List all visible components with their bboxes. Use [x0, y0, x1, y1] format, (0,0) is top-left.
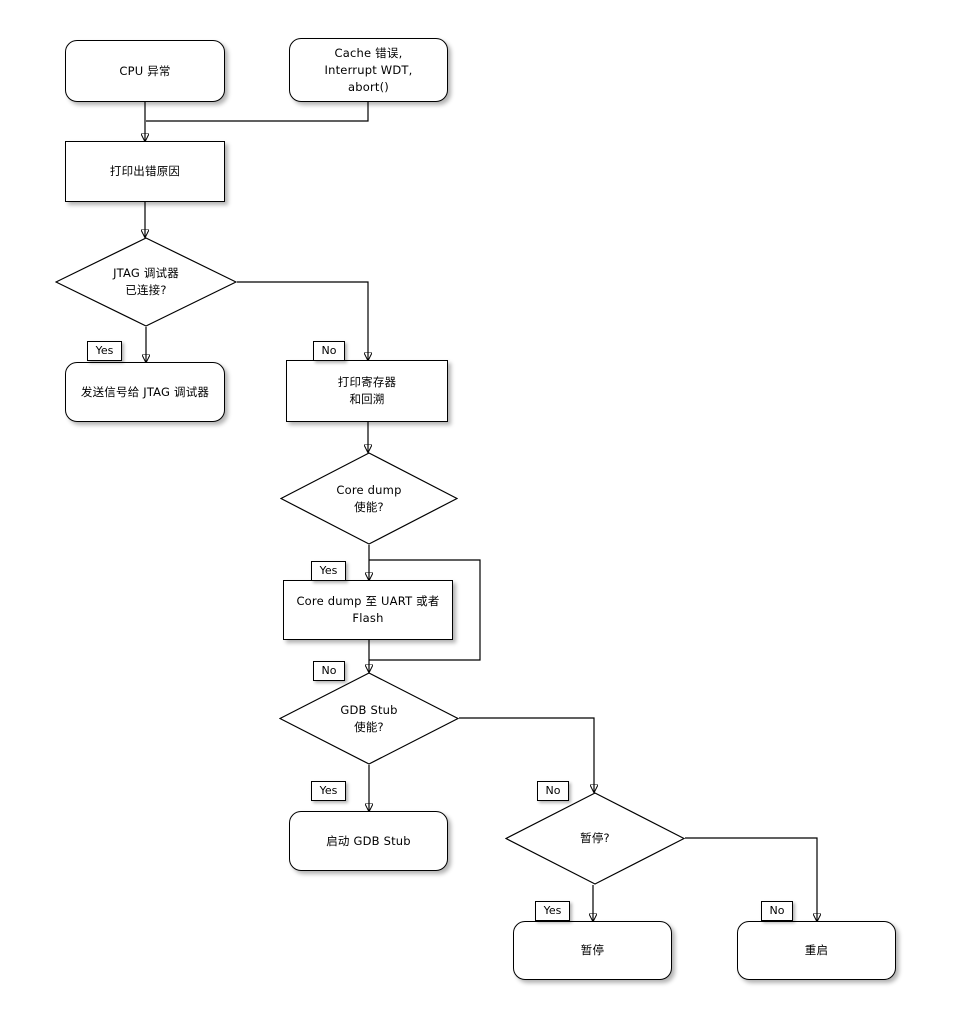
- edge-label-gdbstub-no: No: [537, 781, 569, 801]
- node-label: 启动 GDB Stub: [326, 833, 411, 848]
- node-label: 暂停: [580, 943, 605, 957]
- node-label: JTAG 调试器已连接?: [113, 266, 179, 297]
- node-cache-error[interactable]: Cache 错误,Interrupt WDT,abort(): [289, 38, 448, 102]
- edge-label-jtag-yes: Yes: [87, 341, 122, 361]
- connector-halt-no: [685, 837, 817, 921]
- node-label: CPU 异常: [119, 63, 171, 78]
- node-jtag-connected-decision[interactable]: JTAG 调试器已连接?: [55, 237, 237, 327]
- connector-gdb-no: [459, 717, 594, 792]
- node-label: 发送信号给 JTAG 调试器: [80, 384, 210, 399]
- node-label: 重启: [804, 943, 829, 957]
- node-send-signal-to-jtag[interactable]: 发送信号给 JTAG 调试器: [65, 362, 225, 422]
- node-cpu-exception[interactable]: CPU 异常: [65, 40, 225, 102]
- edge-label-jtag-no: No: [313, 341, 345, 361]
- edge-label-halt-no: No: [761, 901, 793, 921]
- connector-jtag-no: [237, 281, 368, 360]
- node-start-gdbstub[interactable]: 启动 GDB Stub: [289, 811, 448, 871]
- node-print-registers-backtrace[interactable]: 打印寄存器和回溯: [286, 360, 448, 422]
- node-label: 打印出错原因: [109, 164, 181, 178]
- node-label: Core dump 至 UART 或者 Flash: [296, 594, 440, 625]
- node-label: 打印寄存器和回溯: [337, 375, 397, 406]
- edge-label-halt-yes: Yes: [535, 901, 570, 921]
- node-halt-decision[interactable]: 暂停?: [505, 792, 685, 885]
- edge-label-coredump-yes: Yes: [311, 561, 346, 581]
- node-print-error-reason[interactable]: 打印出错原因: [65, 141, 225, 202]
- node-reboot[interactable]: 重启: [737, 921, 896, 980]
- node-label: Cache 错误,Interrupt WDT,abort(): [324, 45, 413, 94]
- edge-label-gdbstub-yes: Yes: [311, 781, 346, 801]
- edge-label-coredump-no: No: [313, 661, 345, 681]
- node-halt[interactable]: 暂停: [513, 921, 672, 980]
- node-coredump-to-uart-or-flash[interactable]: Core dump 至 UART 或者 Flash: [283, 580, 453, 640]
- node-label: 暂停?: [580, 831, 610, 845]
- connector-cache-to-merge: [146, 102, 369, 122]
